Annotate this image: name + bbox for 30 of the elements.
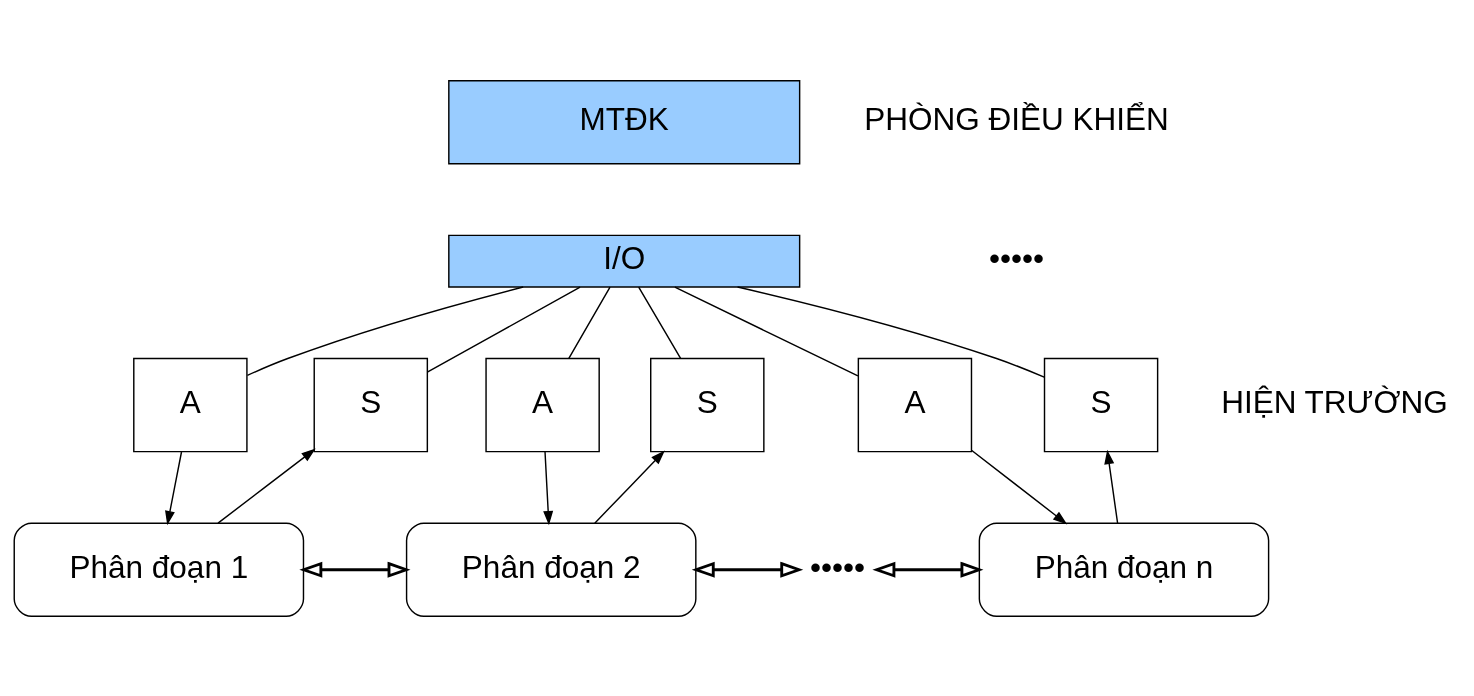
arrow [543, 450, 554, 525]
arrow [691, 561, 804, 578]
node-box: Phân đoạn 1 [13, 522, 305, 617]
node-box: S [650, 357, 765, 452]
node-box: S [1043, 357, 1159, 452]
arrow [970, 449, 1068, 524]
connector [736, 285, 1045, 378]
label: HIỆN TRƯỜNG [1221, 383, 1448, 420]
connector [246, 285, 524, 376]
node-box: Phân đoạn 2 [405, 522, 697, 617]
node-text: ••••• [810, 548, 866, 585]
connector [674, 285, 859, 377]
label: ••••• [989, 239, 1045, 276]
label: PHÒNG ĐIỀU KHIỂN [864, 100, 1169, 137]
node-box: A [485, 357, 600, 452]
node-box: MTĐK [448, 79, 801, 164]
node-box: Phân đoạn n [978, 522, 1270, 617]
node-box: A [133, 357, 248, 452]
node-box: I/O [448, 234, 801, 288]
arrow [594, 449, 665, 524]
node-box: A [857, 357, 973, 452]
connector [568, 285, 611, 359]
arrow [217, 448, 316, 524]
arrow [165, 450, 183, 525]
arrow [299, 561, 411, 578]
arrow [872, 561, 984, 578]
connector [427, 285, 581, 373]
node-box: S [313, 357, 429, 452]
connector [638, 285, 682, 359]
arrow [1104, 449, 1119, 524]
